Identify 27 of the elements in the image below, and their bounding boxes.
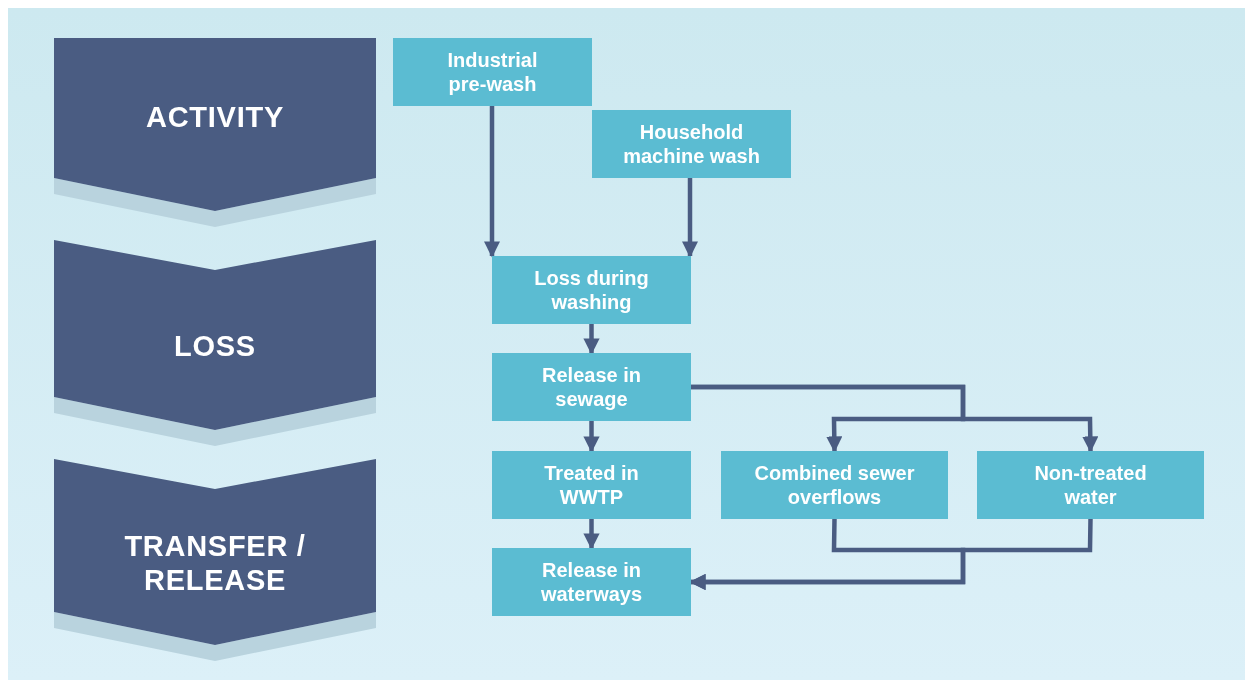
process-label: Industrial pre-wash bbox=[446, 48, 539, 96]
process-label: Loss during washing bbox=[533, 266, 650, 314]
stage-banner bbox=[54, 240, 376, 446]
process-label: Combined sewer overflows bbox=[753, 461, 916, 509]
stage-banner bbox=[54, 38, 376, 228]
process-label: Treated in WWTP bbox=[543, 461, 640, 509]
arrow bbox=[681, 178, 699, 258]
arrow bbox=[583, 519, 600, 550]
process-label: Non-treated water bbox=[1033, 461, 1148, 509]
process-label: Household machine wash bbox=[622, 120, 761, 168]
arrow bbox=[483, 106, 501, 258]
process-box bbox=[492, 548, 691, 616]
process-box bbox=[393, 38, 592, 106]
process-box bbox=[492, 353, 691, 421]
process-box bbox=[721, 451, 948, 519]
process-box bbox=[492, 256, 691, 324]
arrow bbox=[583, 324, 600, 355]
arrow bbox=[583, 421, 600, 453]
stage-label: ACTIVITY bbox=[145, 100, 285, 134]
stage-banner bbox=[54, 459, 376, 661]
stage-label: LOSS bbox=[173, 329, 257, 363]
process-box bbox=[592, 110, 791, 178]
process-box bbox=[977, 451, 1204, 519]
stage-label: TRANSFER / RELEASE bbox=[123, 529, 307, 597]
process-label: Release in waterways bbox=[539, 558, 644, 606]
process-label: Release in sewage bbox=[541, 363, 642, 411]
process-box bbox=[492, 451, 691, 519]
